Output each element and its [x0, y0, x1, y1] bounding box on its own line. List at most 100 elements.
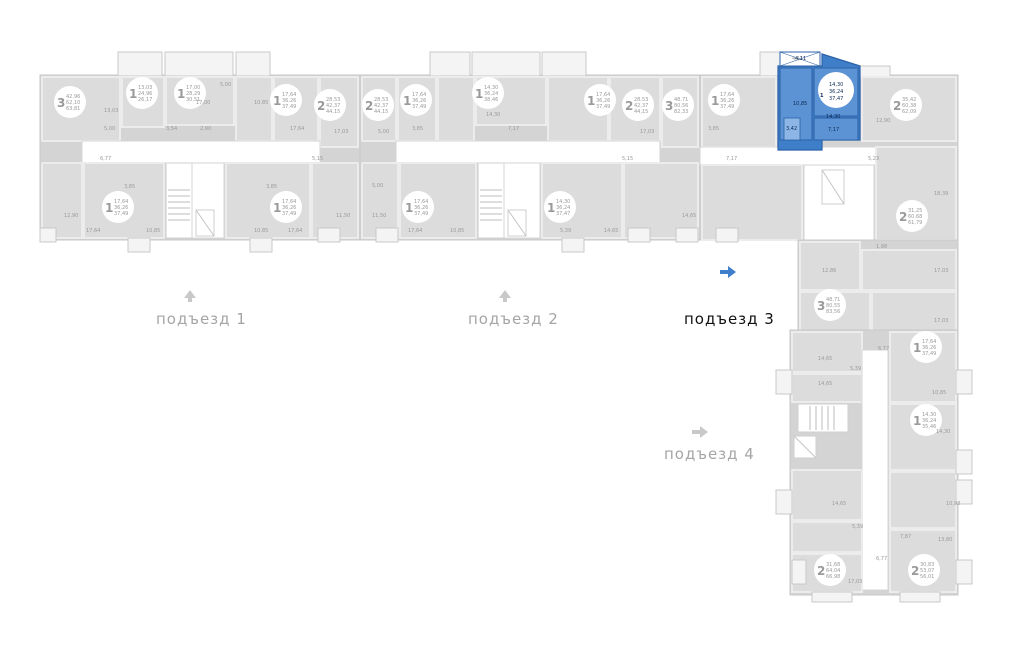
room-area-label: 3,54	[166, 126, 177, 132]
apartment-area: 82,33	[674, 109, 688, 115]
selected-apartment-labels: 1 14,30 36,24 37,47 14,30 10,85 7,17 3,4…	[786, 56, 843, 133]
apartment-area: 80,56	[674, 103, 688, 109]
section-3-apartment-room[interactable]	[701, 76, 777, 148]
apartment-rooms: 3	[57, 96, 65, 110]
room-area-label: 5,23	[868, 156, 879, 162]
apartment-area: 61,79	[908, 220, 922, 226]
apartment-area: 31,25	[908, 208, 922, 214]
apartment-rooms: 1	[403, 94, 411, 108]
room-area-label: 14,65	[832, 501, 846, 507]
apartment-rooms: 1	[913, 341, 921, 355]
apartment-rooms: 1	[105, 201, 113, 215]
badge-circle	[402, 191, 434, 223]
room-area-label: 17,03	[848, 579, 862, 585]
selected-wc: 3,42	[786, 126, 797, 132]
apartment-area: 17,64	[596, 92, 610, 98]
section-1-apartment-room[interactable]	[235, 76, 273, 142]
section-4-apartment-room[interactable]	[791, 469, 863, 521]
entrance-4-label[interactable]: подъезд 4	[664, 445, 755, 463]
room-area-label: 10,85	[146, 228, 160, 234]
apartment-area: 28,53	[634, 97, 648, 103]
entrance-3-label[interactable]: подъезд 3	[684, 310, 775, 328]
room-area-label: 14,65	[682, 213, 696, 219]
section-1-apartment-room[interactable]	[311, 162, 359, 239]
badge-circle	[314, 89, 346, 121]
section-1-apartment-room[interactable]	[41, 162, 83, 239]
room-area-label: 18,39	[934, 191, 948, 197]
apartment-area: 14,30	[484, 85, 498, 91]
room-area-label: 5,39	[560, 228, 571, 234]
apartment-area: 17,64	[922, 339, 936, 345]
badge-circle	[908, 554, 940, 586]
room-area-label: 7,87	[900, 534, 911, 540]
apartment-area: 30,51	[186, 97, 200, 103]
section-4-apartment-room[interactable]	[799, 241, 861, 291]
apartment-area: 42,37	[634, 103, 648, 109]
section-4-apartment-room[interactable]	[791, 373, 863, 403]
selected-total-area: 36,24	[829, 89, 843, 95]
apartment-rooms: 2	[625, 99, 633, 113]
apartment-area: 36,26	[414, 205, 428, 211]
room-area-label: 17,03	[334, 129, 348, 135]
room-area-label: 10,85	[254, 100, 268, 106]
apartment-rooms: 1	[129, 87, 137, 101]
selected-bath: 7,17	[828, 127, 839, 133]
apartment-area: 36,26	[282, 205, 296, 211]
apartment-rooms: 3	[665, 99, 673, 113]
badge-circle	[544, 191, 576, 223]
apartment-area: 17,64	[414, 199, 428, 205]
apartment-area: 37,47	[556, 211, 570, 217]
section-4-apartment-room[interactable]	[889, 471, 957, 529]
badge-circle	[662, 89, 694, 121]
room-area-label: 14,30	[486, 112, 500, 118]
apartment-area: 42,37	[374, 103, 388, 109]
apartment-area: 37,49	[720, 104, 734, 110]
apartment-area: 63,81	[66, 106, 80, 112]
apartment-area: 36,26	[412, 98, 426, 104]
section-4-apartment-room[interactable]	[791, 521, 863, 553]
apartment-area: 30,83	[920, 562, 934, 568]
room-area-label: 3,85	[124, 184, 135, 190]
section-4-apartment-room[interactable]	[861, 249, 957, 291]
entrance-2-label[interactable]: подъезд 2	[468, 310, 559, 328]
apartment-area: 56,01	[920, 574, 934, 580]
apartment-rooms: 2	[893, 99, 901, 113]
section-2-apartment-room[interactable]	[623, 162, 699, 239]
selected-living-area: 14,30	[829, 82, 843, 88]
selected-kitchen: 14,30	[826, 114, 840, 120]
apartment-rooms: 1	[587, 94, 595, 108]
section-2-apartment-room[interactable]	[437, 76, 475, 142]
apartment-area: 36,24	[484, 91, 498, 97]
apartment-area: 17,00	[186, 85, 200, 91]
entrance-1-label[interactable]: подъезд 1	[156, 310, 247, 328]
apartment-area: 60,68	[908, 214, 922, 220]
apartment-area: 14,30	[922, 412, 936, 418]
apartment-area: 28,53	[374, 97, 388, 103]
selected-apartment[interactable]	[777, 51, 861, 151]
section-2-apartment-room[interactable]	[361, 162, 399, 239]
apartment-area: 37,49	[282, 211, 296, 217]
